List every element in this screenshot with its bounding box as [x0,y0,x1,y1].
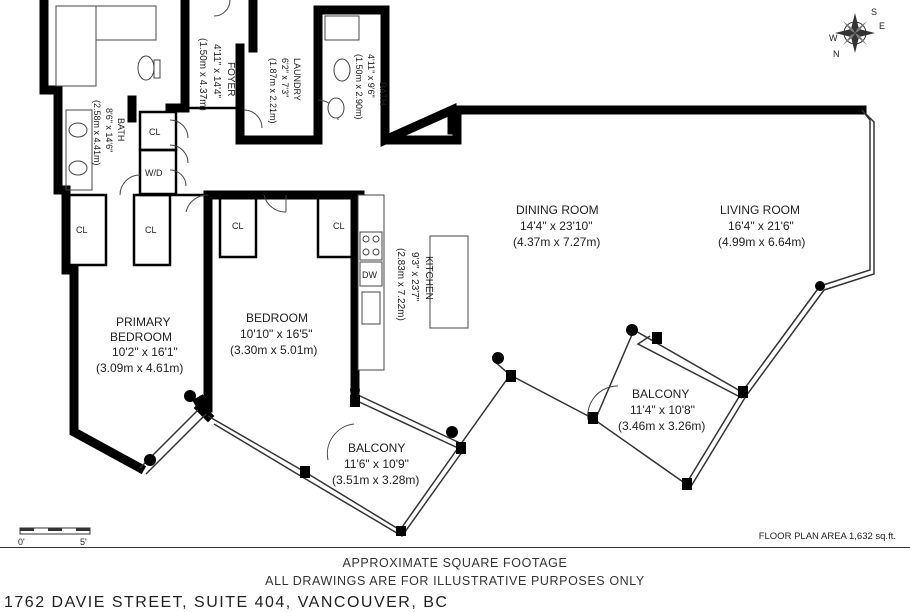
sink-icon [327,97,345,119]
foyer-metric: (1.50m x 4.37m) [197,38,208,111]
primary-metric: (3.09m x 4.61m) [96,361,183,375]
balcony-right-metric: (3.46m x 3.26m) [618,419,705,433]
fixture-labels: CL W/D CL CL CL CL DW [76,127,377,280]
bath-small-dims: 4'11" x 9'6" [366,54,376,98]
dining-dims: 14'4" x 23'10" [520,219,593,233]
compass-rose: S E W N [829,7,885,59]
laundry-name: LAUNDRY [292,58,302,101]
kitchen-name: KITCHEN [423,256,434,300]
toilet-icon [333,58,351,82]
living-dims: 16'4" x 21'6" [728,219,794,233]
sink-icon [68,122,88,138]
compass-s: S [871,7,877,17]
foyer-name: FOYER [225,62,236,96]
laundry-metric: (1.87m x 2.21m) [268,58,278,124]
balcony-left-metric: (3.51m x 3.28m) [332,473,419,487]
closet-label: CL [149,127,161,137]
closet-label: CL [145,225,157,235]
bath-main-dims: 8'6" x 14'6" [104,108,114,152]
dishwasher-label: DW [362,270,377,280]
dining-metric: (4.37m x 7.27m) [513,235,600,249]
bathtub [95,5,157,41]
compass-e: E [879,21,885,31]
bath-small-name: BATH [378,82,388,105]
bedroom-metric: (3.30m x 5.01m) [230,343,317,357]
footer-divider [0,547,910,548]
footer-line-2: ALL DRAWINGS ARE FOR ILLUSTRATIVE PURPOS… [265,574,645,588]
scale-start: 0' [18,537,25,547]
room-labels: FOYER 4'11" x 14'4" (1.50m x 4.37m) LAUN… [92,38,805,487]
balcony-left-dims: 11'6" x 10'9" [344,457,409,471]
scale-bar: 0' 5' [18,527,91,547]
bedroom-dims: 10'10" x 16'5" [240,327,313,341]
property-address: 1762 DAVIE STREET, SUITE 404, VANCOUVER,… [4,594,449,611]
kitchen-dims: 9'3" x 23'7" [409,252,420,302]
laundry-dims: 6'2" x 7'3" [280,58,290,97]
foyer-dims: 4'11" x 14'4" [211,44,222,99]
shower [55,5,97,87]
living-name: LIVING ROOM [720,203,800,217]
kitchen-metric: (2.83m x 7.22m) [395,248,406,321]
bath-main-name: BATH [116,118,126,141]
bath-main-metric: (2.58m x 4.41m) [92,100,102,166]
balcony-left-name: BALCONY [348,441,405,455]
scale-end: 5' [80,537,87,547]
kitchen-sink [361,291,381,325]
bath-small-metric: (1.50m x 2.90m) [354,54,364,120]
compass-n: N [833,49,840,59]
dishwasher [359,261,383,287]
posts [144,281,825,536]
bath-fixtures [55,5,360,191]
sink-icon [68,160,88,176]
stove-icon [359,231,383,261]
balcony-right-name: BALCONY [632,387,689,401]
floor-plan-area: FLOOR PLAN AREA 1,632 sq.ft. [758,531,896,542]
balcony-right-dims: 11'4" x 10'8" [630,403,695,417]
kitchen-fixtures [357,194,469,371]
toilet-icon [137,55,155,81]
kitchen-island [429,235,469,329]
floor-plan: FOYER 4'11" x 14'4" (1.50m x 4.37m) LAUN… [18,0,885,547]
compass-w: W [829,33,838,43]
partitions [64,106,357,267]
primary-name-1: PRIMARY [116,315,170,329]
tub-small [324,15,360,41]
closet-label: CL [76,225,88,235]
dining-name: DINING ROOM [516,203,599,217]
living-metric: (4.99m x 6.64m) [718,235,805,249]
closet-label: CL [232,221,244,231]
primary-name-2: BEDROOM [110,330,172,344]
washer-dryer-label: W/D [145,168,163,178]
footer-line-1: APPROXIMATE SQUARE FOOTAGE [342,556,568,570]
bedroom-name: BEDROOM [246,311,308,325]
closet-label: CL [333,221,345,231]
primary-dims: 10'2" x 16'1" [112,345,178,359]
